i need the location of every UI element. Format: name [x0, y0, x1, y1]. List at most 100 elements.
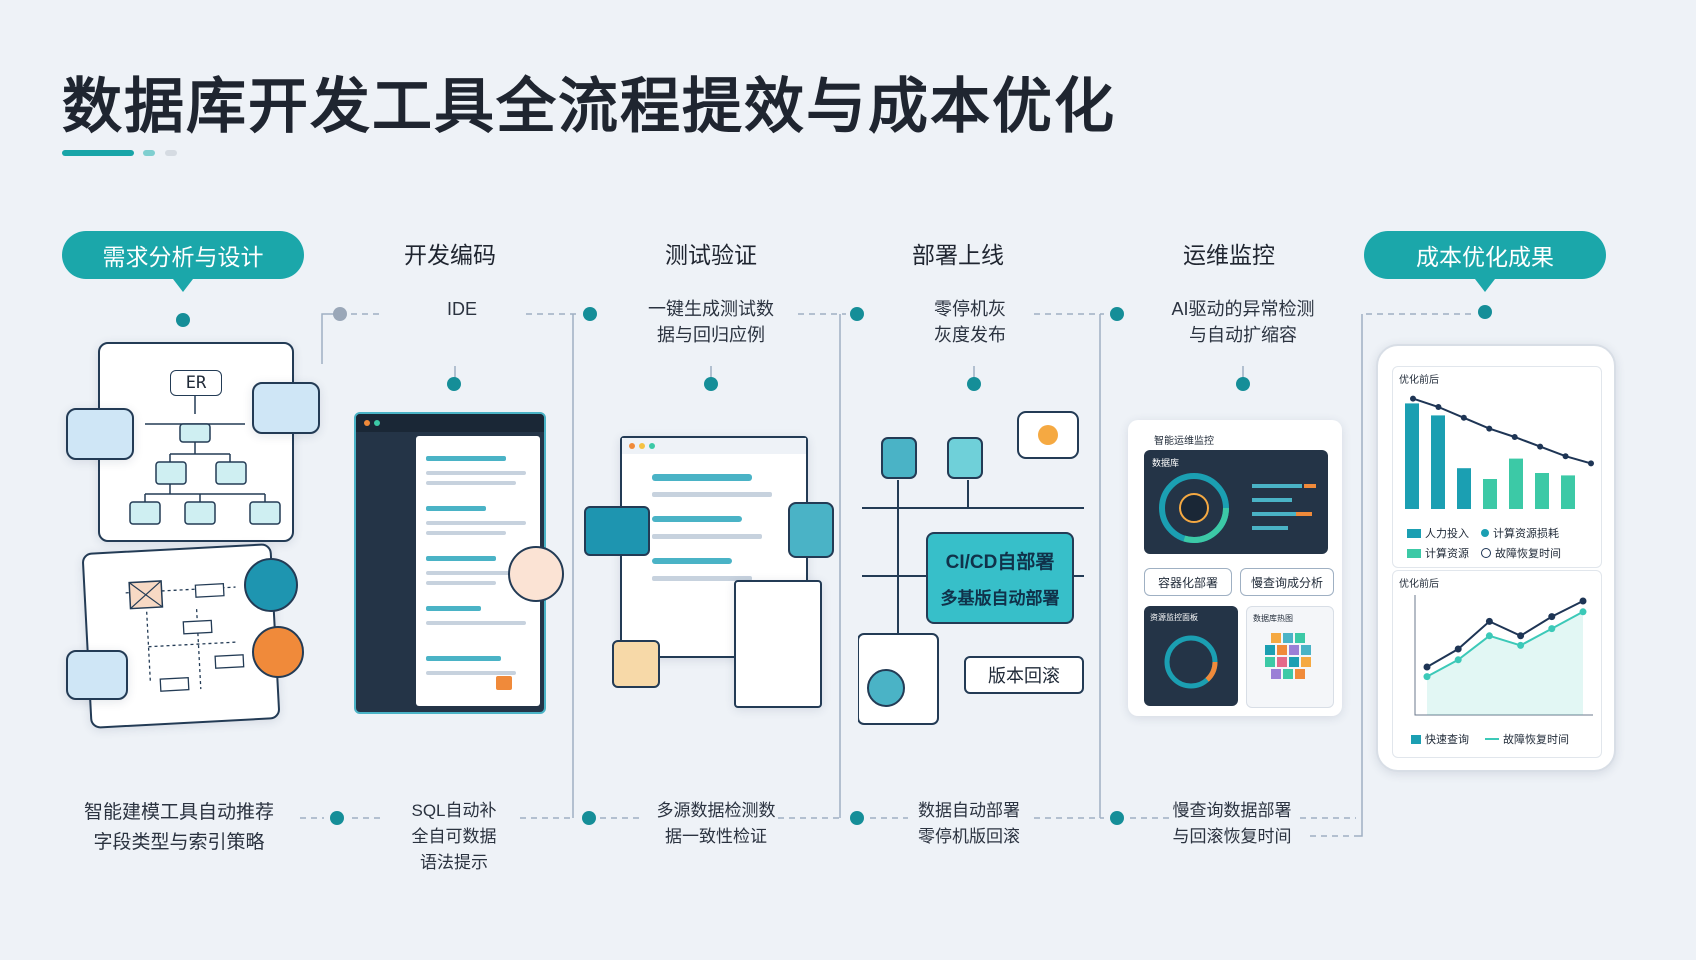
note-coding-top: IDE — [446, 299, 477, 319]
legend-item: 人力投入 — [1407, 525, 1469, 541]
heatmap-panel: 数据库热图 — [1246, 606, 1334, 708]
ops-main-panel: 数据库 — [1144, 450, 1328, 554]
step-header-coding: 开发编码 — [404, 242, 496, 268]
developer-avatar — [508, 546, 564, 602]
series-line-teal-point — [1517, 641, 1525, 649]
cost-bar — [1483, 479, 1497, 509]
badge-icon — [252, 626, 304, 678]
ide-editor — [416, 436, 540, 706]
ops-panel-title: 数据库 — [1152, 458, 1180, 468]
cost-panel-bars: 优化前后 人力投入 计算资源损耗 计算资源 故障恢复时间 — [1392, 366, 1602, 568]
trend-line — [1412, 397, 1592, 465]
test-lines — [622, 438, 806, 581]
container-deploy-button[interactable]: 容器化部署 — [1144, 568, 1232, 596]
trend-point — [1460, 414, 1467, 421]
series-line-dark — [1426, 600, 1584, 668]
series-line-dark-point — [1517, 632, 1525, 640]
trend-point — [1511, 434, 1518, 440]
note-deploy-top: 零停机灰灰度发布 — [934, 299, 1006, 345]
note-ops-top: AI驱动的异常检测与自动扩缩容 — [1171, 299, 1315, 345]
step-header-testing: 测试验证 — [665, 242, 757, 268]
note-coding-bottom: SQL自动补全自可数据语法提示 — [411, 801, 497, 872]
ops-gauge — [1159, 473, 1316, 543]
series-line-dark-point — [1548, 613, 1556, 621]
timeline-dot — [447, 377, 461, 391]
legend-item: 计算资源损耗 — [1481, 525, 1559, 541]
ide-window — [354, 412, 546, 714]
timeline-dot — [850, 307, 864, 321]
team-photo-icon — [66, 408, 134, 460]
title-underline-dot — [143, 150, 155, 156]
cost-bar — [1431, 415, 1445, 509]
step-header-design: 需求分析与设计 — [62, 231, 304, 279]
cost-bar — [1535, 473, 1549, 509]
legend-item: 计算资源 — [1407, 545, 1469, 561]
code-lines — [426, 456, 526, 690]
trend-point — [1410, 395, 1416, 402]
trend-point — [1588, 460, 1594, 467]
slow-query-button[interactable]: 慢查询成分析 — [1240, 568, 1334, 596]
series-line-dark-point — [1454, 645, 1462, 653]
page-title: 数据库开发工具全流程提效与成本优化 — [62, 73, 1116, 140]
cicd-title: CI/CD自部署 — [945, 552, 1055, 573]
cost-bar — [1561, 475, 1575, 509]
cost-phone: 优化前后 人力投入 计算资源损耗 计算资源 故障恢复时间 优化前后 快速查询 故… — [1376, 344, 1616, 772]
trend-point — [1562, 453, 1569, 460]
schema-sketch — [125, 580, 245, 692]
trend-point — [1435, 404, 1442, 410]
timeline-dot — [330, 811, 344, 825]
cost-bar — [1509, 458, 1523, 509]
resource-panel: 资源监控面板 — [1144, 606, 1238, 706]
team-photo-icon — [252, 382, 320, 434]
cicd-panel: CI/CD自部署 多基版自动部署 — [926, 532, 1074, 624]
cost-panel-lines: 优化前后 快速查询 故障恢复时间 — [1392, 570, 1602, 758]
pill-pointer — [1475, 279, 1495, 292]
series-line-teal-point — [1548, 625, 1556, 633]
window-control — [364, 420, 370, 426]
series-line-dark-point — [1423, 663, 1431, 671]
er-label: ER — [170, 370, 222, 396]
schema-sketch-card — [81, 543, 281, 729]
rollback-button[interactable]: 版本回滚 — [964, 656, 1084, 694]
timeline-dot — [704, 377, 718, 391]
legend-item: 故障恢复时间 — [1485, 731, 1569, 747]
timeline-dot — [1236, 377, 1250, 391]
series-line-teal-point — [1485, 632, 1493, 640]
series-line-teal-point — [1423, 673, 1431, 681]
cost-line-chart — [1414, 595, 1593, 716]
chart-axis — [1414, 595, 1593, 716]
cost-bar — [1457, 468, 1471, 509]
timeline-dot — [1478, 305, 1492, 319]
users-icon — [244, 558, 298, 612]
resource-gauge — [1164, 635, 1218, 689]
step-header-ops: 运维监控 — [1183, 242, 1275, 268]
team-photo-icon — [66, 650, 128, 700]
series-line-teal-point — [1579, 608, 1587, 616]
note-design-bottom: 智能建模工具自动推荐字段类型与索引策略 — [83, 802, 274, 853]
er-diagram-card: ER — [98, 342, 294, 542]
note-ops-bottom: 慢查询数据部署与回滚恢复时间 — [1172, 801, 1292, 846]
cicd-subtitle: 多基版自动部署 — [940, 589, 1060, 608]
trend-point — [1486, 425, 1493, 432]
series-line-teal — [1426, 610, 1584, 678]
cost-legend: 人力投入 计算资源损耗 计算资源 故障恢复时间 — [1407, 525, 1597, 561]
timeline-dot — [850, 811, 864, 825]
database-icon — [788, 502, 834, 558]
cost-bar-chart — [1405, 395, 1594, 509]
ide-titlebar — [356, 414, 544, 432]
cost-panel-title: 优化前后 — [1399, 375, 1439, 386]
timeline-dot — [582, 811, 596, 825]
checklist-icon — [612, 640, 660, 688]
cost-panel-title: 优化前后 — [1399, 579, 1439, 590]
note-deploy-bottom: 数据自动部署零停机版回滚 — [918, 801, 1020, 846]
window-control — [374, 420, 380, 426]
heatmap-title: 数据库热图 — [1253, 614, 1293, 623]
note-testing-bottom: 多源数据检测数据一致性检证 — [656, 801, 776, 846]
pill-pointer — [173, 279, 193, 292]
timeline-dot — [967, 377, 981, 391]
series-line-dark-point — [1579, 597, 1587, 605]
cost-bar — [1405, 403, 1419, 509]
step-header-deploy: 部署上线 — [912, 242, 1004, 268]
series-line-teal-point — [1454, 656, 1462, 664]
